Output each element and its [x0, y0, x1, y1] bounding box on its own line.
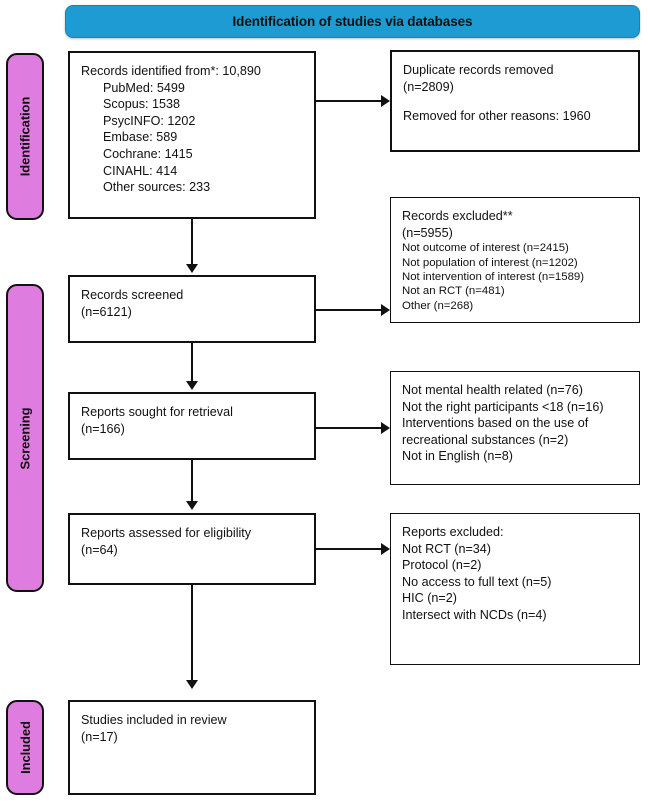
box-records-identified: Records identified from*: 10,890 PubMed:… — [68, 51, 316, 219]
arrow-assessed-to-excluded — [381, 543, 390, 555]
records-excluded-reason-outcome: Not outcome of interest (n=2415) — [402, 242, 569, 255]
reports-excluded-reason-ncds: Intersect with NCDs (n=4) — [402, 608, 547, 623]
not-retrieved-reason-interventions-1: Interventions based on the use of — [402, 416, 589, 431]
arrow-identified-to-duplicates — [381, 95, 390, 107]
phase-label-screening: Screening — [6, 284, 44, 592]
records-identified-heading: Records identified from*: 10,890 — [81, 64, 261, 78]
box-reports-sought-for-retrieval: Reports sought for retrieval (n=166) — [68, 392, 316, 460]
connector-sought-to-not-retrieved — [316, 427, 381, 429]
connector-sought-to-assessed — [191, 460, 193, 503]
reports-assessed-count: (n=64) — [81, 542, 118, 557]
phase-label-included: Included — [6, 700, 44, 795]
duplicates-removed-other-reasons: Removed for other reasons: 1960 — [403, 109, 591, 124]
duplicates-removed-count: (n=2809) — [403, 79, 454, 94]
reports-excluded-reason-not-rct: Not RCT (n=34) — [402, 541, 492, 556]
box-reports-assessed-for-eligibility: Reports assessed for eligibility (n=64) — [68, 513, 316, 585]
records-identified-source-scopus: Scopus: 1538 — [103, 97, 181, 112]
records-screened-label: Records screened — [81, 288, 184, 302]
box-reports-excluded: Reports excluded: Not RCT (n=34) Protoco… — [390, 513, 640, 665]
arrow-identified-to-screened — [186, 264, 198, 273]
box-records-screened: Records screened (n=6121) — [68, 275, 316, 343]
arrow-screened-to-excluded — [381, 304, 390, 316]
identification-banner: Identification of studies via databases — [65, 5, 640, 38]
reports-excluded-reason-protocol: Protocol (n=2) — [402, 558, 482, 573]
box-reports-not-retrieved: Not mental health related (n=76) Not the… — [390, 371, 640, 485]
studies-included-label: Studies included in review — [81, 713, 227, 727]
records-identified-source-pubmed: PubMed: 5499 — [103, 80, 185, 95]
records-identified-source-cochrane: Cochrane: 1415 — [103, 147, 193, 162]
records-screened-count: (n=6121) — [81, 304, 132, 319]
box-records-excluded: Records excluded** (n=5955) Not outcome … — [390, 197, 640, 323]
records-excluded-reason-population: Not population of interest (n=1202) — [402, 256, 578, 269]
arrow-screened-to-sought — [186, 381, 198, 390]
records-identified-source-cinahl: CINAHL: 414 — [103, 163, 178, 178]
not-retrieved-reason-participants: Not the right participants <18 (n=16) — [402, 399, 604, 414]
phase-label-included-text: Included — [17, 721, 33, 774]
box-studies-included-in-review: Studies included in review (n=17) — [68, 700, 316, 795]
records-identified-source-embase: Embase: 589 — [103, 130, 178, 145]
arrow-sought-to-assessed — [186, 501, 198, 510]
reports-excluded-reason-no-access: No access to full text (n=5) — [402, 574, 552, 589]
reports-sought-label: Reports sought for retrieval — [81, 405, 233, 419]
connector-identified-to-screened — [191, 219, 193, 266]
connector-assessed-to-included — [191, 585, 193, 682]
connector-screened-to-sought — [191, 343, 193, 383]
not-retrieved-reason-language: Not in English (n=8) — [402, 449, 513, 464]
arrow-assessed-to-included — [186, 680, 198, 689]
banner-title: Identification of studies via databases — [232, 14, 473, 29]
records-identified-source-psycinfo: PsycINFO: 1202 — [103, 113, 196, 128]
phase-label-screening-text: Screening — [17, 407, 33, 469]
duplicates-removed-label: Duplicate records removed — [403, 63, 554, 77]
connector-screened-to-excluded — [316, 309, 381, 311]
studies-included-count: (n=17) — [81, 729, 118, 744]
records-excluded-reason-intervention: Not intervention of interest (n=1589) — [402, 270, 585, 283]
records-excluded-reason-not-rct: Not an RCT (n=481) — [402, 285, 505, 298]
not-retrieved-reason-mental-health: Not mental health related (n=76) — [402, 383, 583, 397]
duplicates-removed-spacer — [403, 95, 627, 108]
records-excluded-count: (n=5955) — [402, 225, 453, 240]
not-retrieved-reason-interventions-2: recreational substances (n=2) — [402, 432, 569, 447]
records-excluded-heading: Records excluded** — [402, 209, 513, 223]
records-identified-source-other: Other sources: 233 — [103, 180, 211, 195]
arrow-sought-to-not-retrieved — [381, 422, 390, 434]
records-excluded-reason-other: Other (n=268) — [402, 299, 474, 312]
reports-excluded-heading: Reports excluded: — [402, 525, 504, 539]
box-duplicate-records-removed: Duplicate records removed (n=2809) Remov… — [390, 50, 640, 152]
reports-sought-count: (n=166) — [81, 421, 125, 436]
connector-assessed-to-excluded — [316, 548, 381, 550]
phase-label-identification-text: Identification — [17, 96, 33, 177]
reports-assessed-label: Reports assessed for eligibility — [81, 526, 252, 540]
connector-identified-to-duplicates — [316, 100, 381, 102]
phase-label-identification: Identification — [6, 53, 44, 220]
reports-excluded-reason-hic: HIC (n=2) — [402, 591, 457, 606]
